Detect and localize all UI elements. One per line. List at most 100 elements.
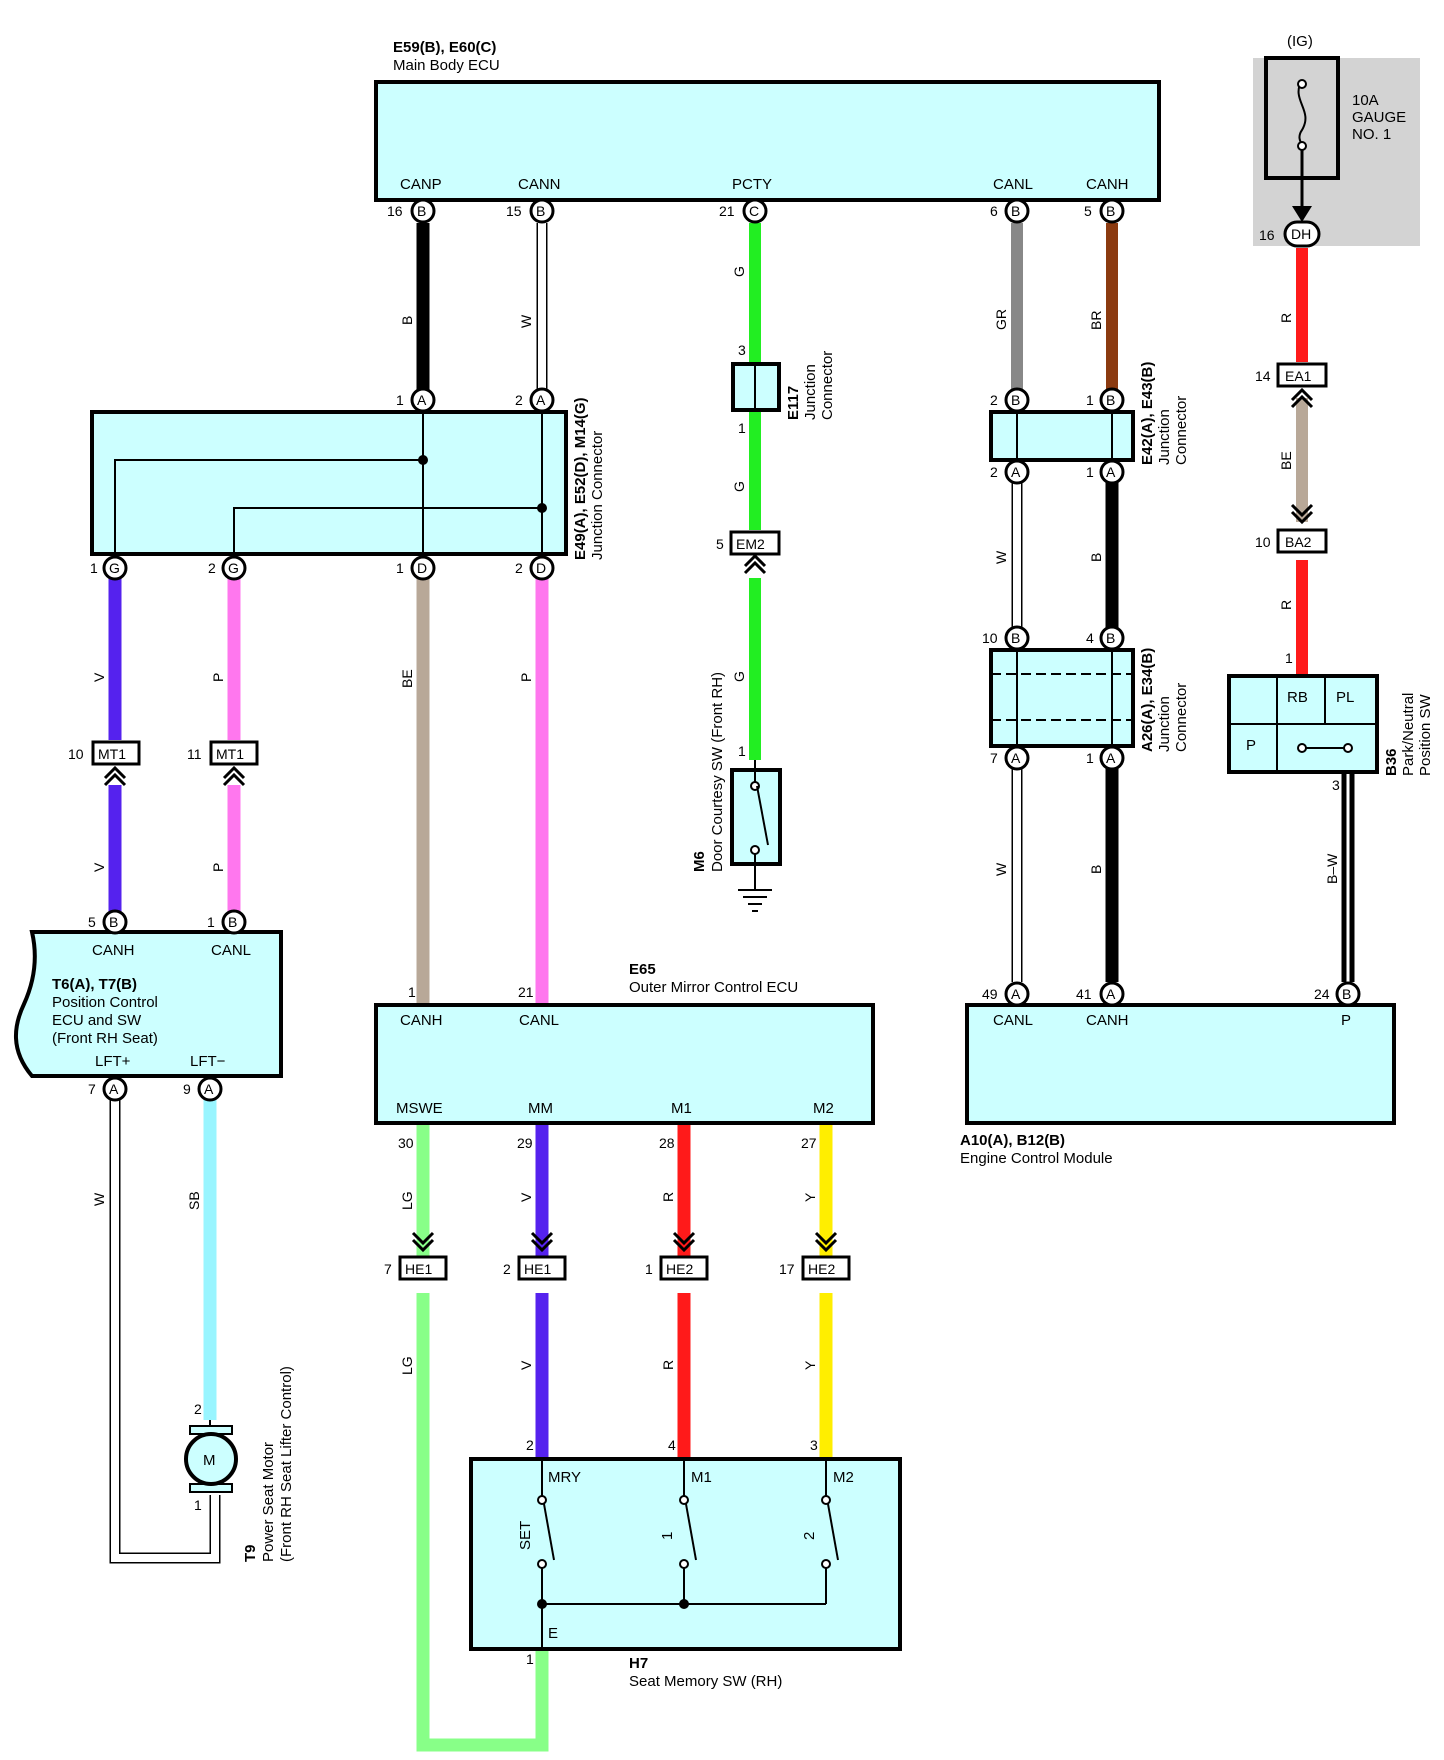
ecm-name: Engine Control Module (960, 1150, 1113, 1167)
ecm-refs: A10(A), B12(B) (960, 1132, 1065, 1149)
motor-icon (184, 1432, 238, 1486)
mirror-ecu-name: Outer Mirror Control ECU (629, 979, 798, 996)
diagram-label: B (1011, 392, 1020, 408)
jc-e42-line2: Junction (1156, 409, 1173, 465)
seat-sw-pin-m1: M1 (691, 1469, 712, 1486)
pin-label-canh: CANH (1086, 176, 1129, 193)
mirror-pin-mm: MM (528, 1100, 553, 1117)
diagram-label: W (993, 862, 1009, 876)
pin-label-canp: CANP (400, 176, 442, 193)
main-body-ecu: E59(B), E60(C) Main Body ECU CANP CANN P… (374, 39, 1161, 202)
diagram-label: Y (802, 1192, 818, 1202)
diagram-label: 11 (187, 746, 202, 762)
diagram-label: B (228, 914, 237, 930)
diagram-label: 5 (88, 914, 96, 930)
jc-e117-line1: E117 (785, 386, 802, 420)
motor-symbol: M (203, 1452, 216, 1469)
pos-ecu-refs: T6(A), T7(B) (52, 976, 137, 993)
diagram-label: B (1088, 865, 1104, 874)
park-pin-p: P (1246, 737, 1256, 754)
diagram-label: A (204, 1081, 214, 1097)
diagram-label: BE (1278, 451, 1294, 470)
diagram-label: 7 (384, 1261, 392, 1277)
diagram-label: 28 (659, 1135, 675, 1151)
park-sw-line2: Position SW (1417, 693, 1434, 776)
diagram-label: 2 (515, 560, 523, 576)
ecm-pin-canl: CANL (993, 1012, 1033, 1029)
seat-sw-pin-mry: MRY (548, 1469, 581, 1486)
diagram-label: 1 (396, 392, 404, 408)
diagram-label: B (1106, 392, 1115, 408)
pos-ecu-line3: ECU and SW (52, 1012, 142, 1029)
diagram-label: G (731, 481, 747, 492)
diagram-label: 7 (88, 1081, 96, 1097)
park-sw-ref: B36 (1383, 748, 1400, 776)
diagram-label: 9 (183, 1081, 191, 1097)
diagram-label: 1 (1285, 650, 1293, 666)
diagram-label: V (91, 862, 107, 872)
door-courtesy-switch: M6 Door Courtesy SW (Front RH) (691, 672, 782, 912)
diagram-label: 1 (1086, 750, 1094, 766)
seat-sw-ref: H7 (629, 1655, 648, 1672)
diagram-label: B (417, 203, 426, 219)
diagram-label: SB (186, 1191, 202, 1210)
diagram-label: 5 (1084, 203, 1092, 219)
jc-e42-line3: Connector (1173, 396, 1190, 465)
seat-sw-2: 2 (801, 1532, 818, 1540)
pin-label-pcty: PCTY (732, 176, 772, 193)
gauge-fuse: (IG) 10A GAUGE NO. 1 (1253, 33, 1420, 246)
diagram-label: 1 (738, 420, 746, 436)
conn-mt1-a: MT1 (98, 746, 126, 762)
diagram-label: B (109, 914, 118, 930)
diagram-label: 2 (515, 392, 523, 408)
jc-a26-line2: Junction (1156, 696, 1173, 752)
diagram-label: B (1106, 203, 1115, 219)
pos-ecu-line4: (Front RH Seat) (52, 1030, 158, 1047)
diagram-label: 3 (810, 1437, 818, 1453)
conn-he2-b: HE2 (808, 1261, 835, 1277)
mirror-pin-mswe: MSWE (396, 1100, 443, 1117)
diagram-label: 3 (738, 342, 746, 358)
diagram-label: G (731, 266, 747, 277)
conn-mt1-b: MT1 (216, 746, 244, 762)
diagram-label: 1 (90, 560, 98, 576)
conn-he1-b: HE1 (524, 1261, 551, 1277)
conn-ea1: EA1 (1285, 368, 1312, 384)
conn-he2-a: HE2 (666, 1261, 693, 1277)
diagram-label: A (1011, 464, 1021, 480)
jc-e42-line1: E42(A), E43(B) (1139, 362, 1156, 465)
junction-e117: E117 Junction Connector (731, 351, 836, 420)
wire-codes: B W G G G GR BR W B W B R BE R B–W V P V… (91, 266, 1340, 1375)
diagram-label: A (1106, 986, 1116, 1002)
diagram-label: B (1342, 986, 1351, 1002)
door-sw-ref: M6 (691, 851, 708, 872)
pin-terminals: B B C B B DH A A G G D D B B A A B B A A… (102, 198, 1361, 1102)
diagram-label: 30 (398, 1135, 414, 1151)
pos-ecu-pin-lftp: LFT+ (95, 1053, 131, 1070)
diagram-label: 2 (503, 1261, 511, 1277)
ecm-pin-canh: CANH (1086, 1012, 1129, 1029)
diagram-label: 1 (645, 1261, 653, 1277)
diagram-label: B (1106, 630, 1115, 646)
inline-connectors: EM2 EA1 BA2 MT1 MT1 HE1 HE1 HE2 HE2 (91, 362, 1328, 1281)
diagram-label: 2 (526, 1437, 534, 1453)
wires (108, 223, 1355, 1752)
diagram-label: W (518, 314, 534, 328)
park-pin-rb: RB (1287, 689, 1308, 706)
jc-a26-line3: Connector (1173, 683, 1190, 752)
motor-line1: Power Seat Motor (260, 1442, 277, 1562)
jc-a26-line1: A26(A), E34(B) (1139, 648, 1156, 752)
park-pin-pl: PL (1336, 689, 1354, 706)
pin-label-canl: CANL (993, 176, 1033, 193)
diagram-label: LG (399, 1191, 415, 1210)
mirror-pin-m2: M2 (813, 1100, 834, 1117)
diagram-label: BR (1088, 311, 1104, 330)
mirror-pin-canh: CANH (400, 1012, 443, 1029)
diagram-label: G (228, 560, 239, 576)
diagram-label: 7 (990, 750, 998, 766)
pos-ecu-line2: Position Control (52, 994, 158, 1011)
diagram-label: 16 (1259, 227, 1275, 243)
diagram-label: 24 (1314, 986, 1330, 1002)
main-body-ecu-refs: E59(B), E60(C) (393, 39, 496, 56)
diagram-label: P (518, 673, 534, 682)
